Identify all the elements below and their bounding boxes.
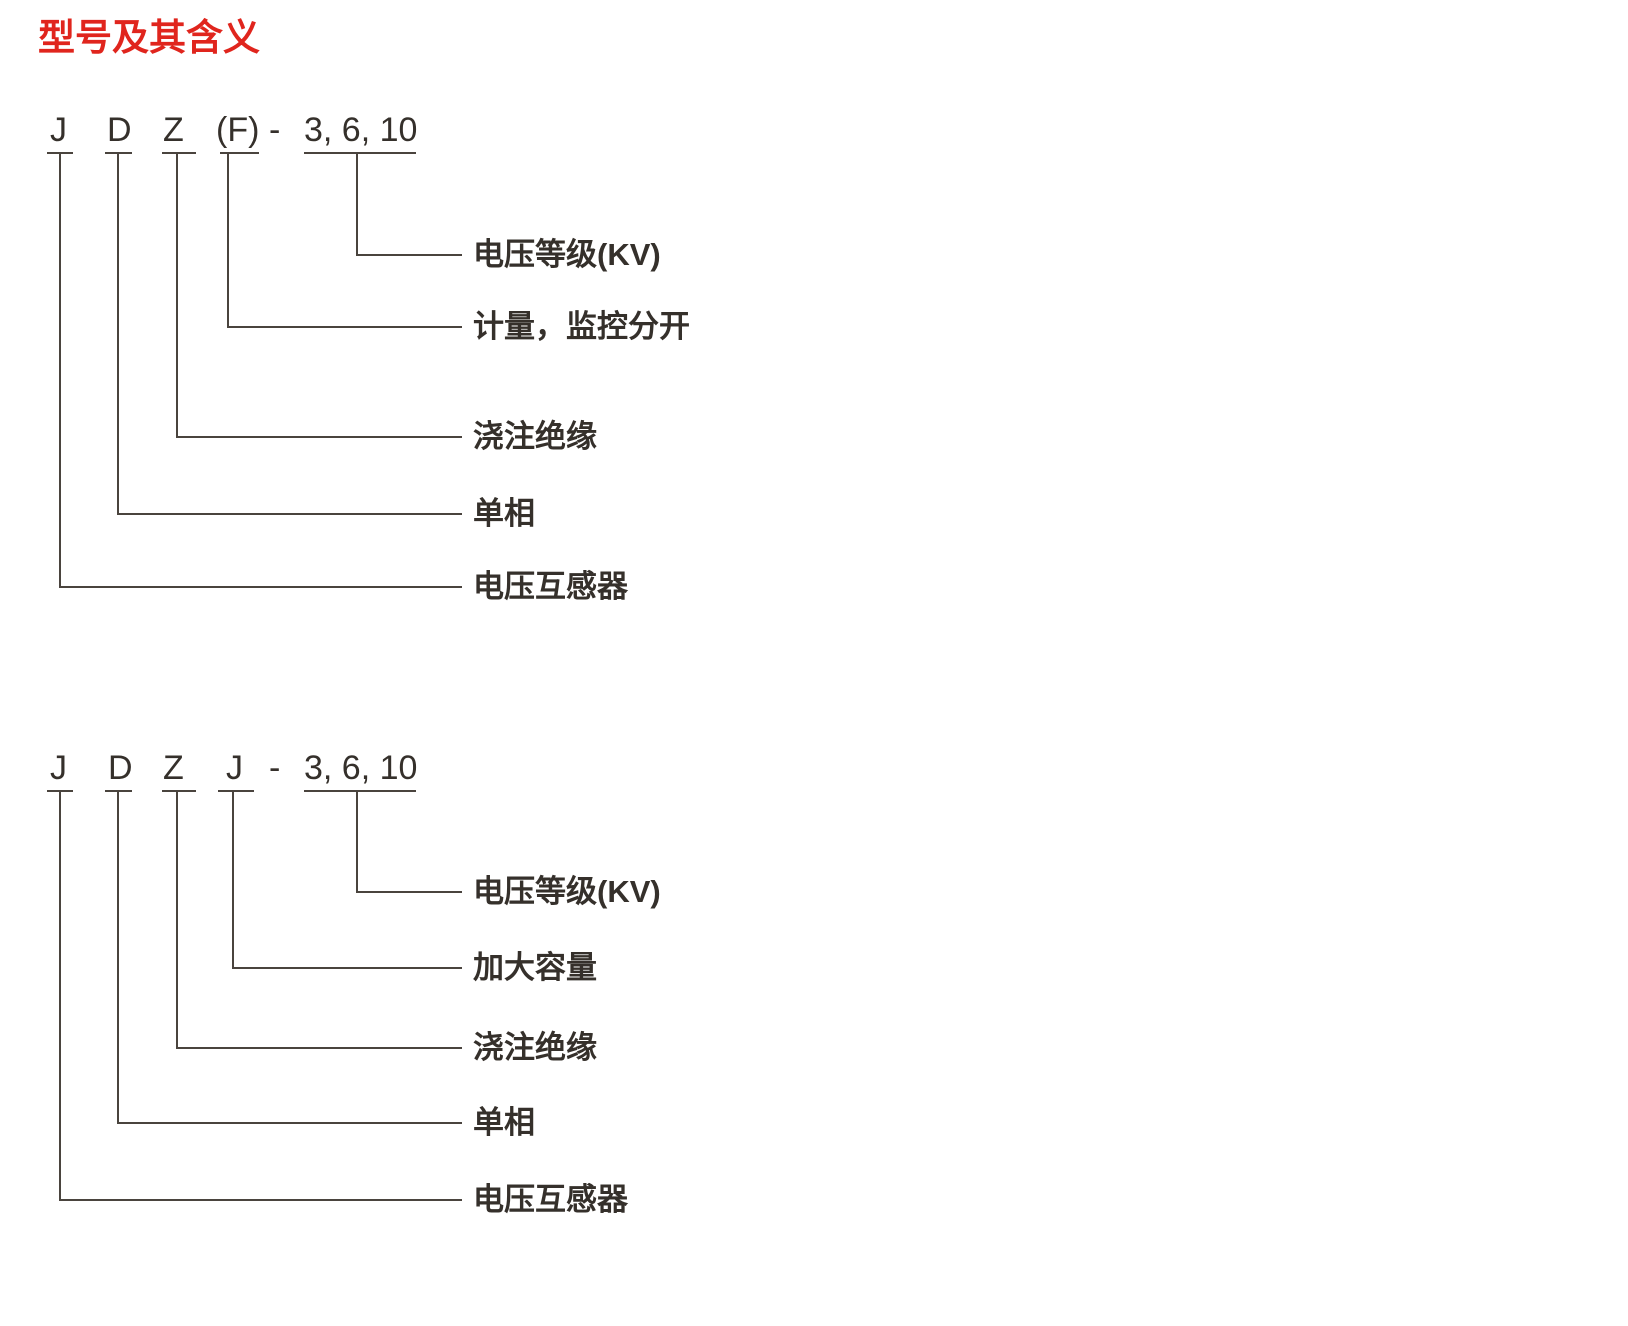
code-dash: - [269, 111, 281, 149]
code-underline [162, 152, 196, 154]
branch-label-metering-monitoring-separate: 计量，监控分开 [473, 309, 690, 344]
branch-connector-line [176, 153, 462, 438]
code-dash: - [269, 749, 281, 787]
branch-connector-line [176, 791, 462, 1049]
code-letter-d: D [108, 749, 133, 787]
code-voltage-values: 3, 6, 10 [304, 111, 418, 149]
branch-label-single-phase: 单相 [473, 1105, 535, 1140]
code-underline [304, 790, 416, 792]
branch-label-cast-insulation: 浇注绝缘 [473, 419, 597, 454]
code-letter-j: J [50, 111, 67, 149]
code-underline [218, 790, 254, 792]
branch-connector-line [117, 153, 462, 515]
code-letter-j2: J [226, 749, 243, 787]
branch-label-voltage-class: 电压等级(KV) [473, 237, 661, 272]
branch-label-voltage-transformer: 电压互感器 [473, 569, 628, 604]
branch-connector-line [59, 791, 462, 1201]
branch-connector-line [232, 791, 462, 969]
branch-connector-line [59, 153, 462, 588]
code-underline [304, 152, 416, 154]
branch-connector-line [117, 791, 462, 1124]
branch-connector-line [356, 153, 462, 256]
branch-label-voltage-class: 电压等级(KV) [473, 874, 661, 909]
page-title: 型号及其含义 [38, 17, 260, 58]
code-underline [162, 790, 196, 792]
branch-label-single-phase: 单相 [473, 496, 535, 531]
code-letter-z: Z [163, 111, 184, 149]
branch-label-voltage-transformer: 电压互感器 [473, 1182, 628, 1217]
branch-label-enlarged-capacity: 加大容量 [473, 950, 597, 985]
code-letter-d: D [107, 111, 132, 149]
code-voltage-values: 3, 6, 10 [304, 749, 418, 787]
branch-label-cast-insulation: 浇注绝缘 [473, 1030, 597, 1065]
branch-connector-line [356, 791, 462, 893]
branch-connector-line [227, 153, 462, 328]
code-letter-j: J [50, 749, 67, 787]
code-letter-z: Z [163, 749, 184, 787]
code-letter-f: (F) [216, 111, 260, 149]
code-underline [220, 152, 259, 154]
